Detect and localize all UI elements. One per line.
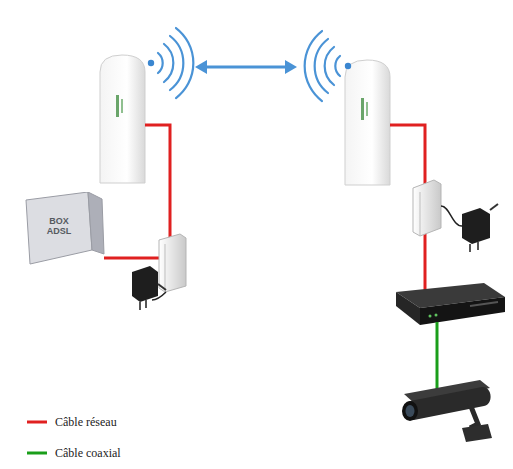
router-front xyxy=(26,192,92,264)
wireless-waves xyxy=(305,31,340,101)
network-cable xyxy=(104,125,425,290)
brand-logo xyxy=(366,102,368,116)
brand-logo xyxy=(361,98,364,120)
legend-label: Câble réseau xyxy=(55,416,117,428)
brand-logo xyxy=(116,95,119,117)
surveillance-camera xyxy=(402,380,492,442)
video-recorder xyxy=(396,283,505,325)
legend-line xyxy=(27,421,47,424)
adsl-box: BOX ADSL xyxy=(22,192,106,268)
legend-label: Câble coaxial xyxy=(55,447,121,459)
power-adapter xyxy=(441,204,498,252)
brand-logo xyxy=(121,99,123,113)
right-antenna-unit xyxy=(345,60,390,185)
power-adapter xyxy=(132,266,166,310)
signal-dot xyxy=(148,60,154,66)
wireless-link-arrow xyxy=(195,60,297,74)
antenna-body xyxy=(100,55,145,183)
coaxial-cable xyxy=(436,322,439,393)
left-antenna-unit xyxy=(100,55,145,183)
device-label: BOX ADSL xyxy=(40,216,78,237)
poe-injector xyxy=(159,234,186,292)
wireless-waves xyxy=(158,28,193,98)
antenna-body xyxy=(345,60,390,185)
legend-line xyxy=(27,452,47,455)
poe-injector xyxy=(413,180,441,236)
signal-dot xyxy=(345,63,351,69)
router-side xyxy=(88,192,104,254)
